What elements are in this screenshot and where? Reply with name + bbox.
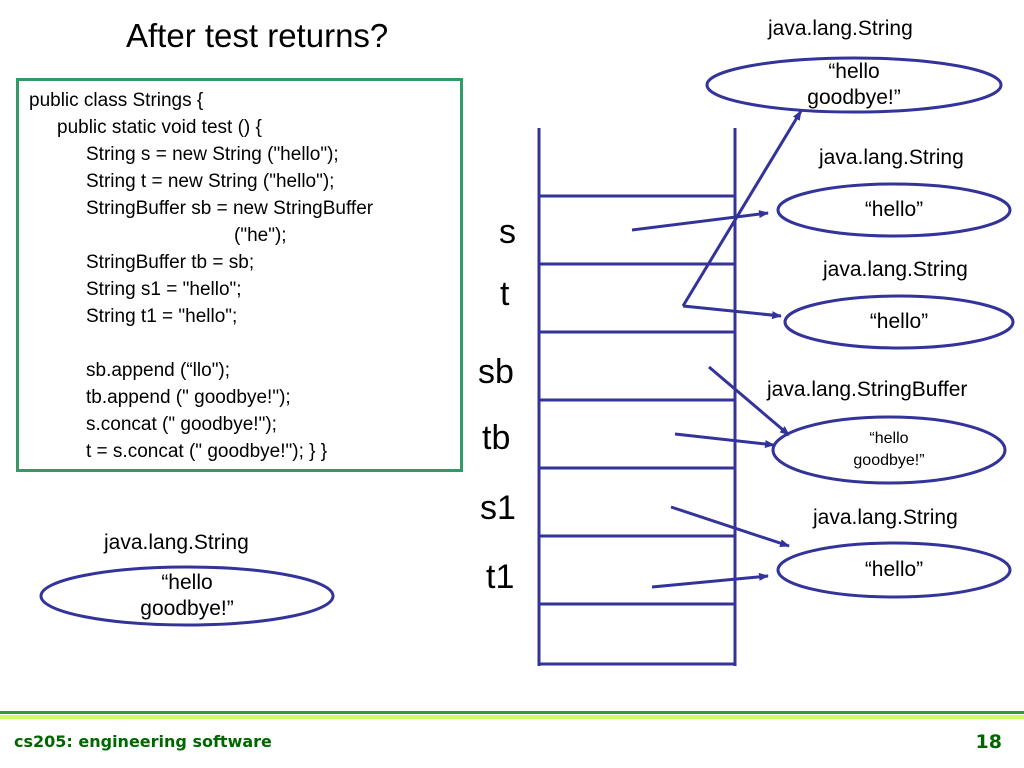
footer-rule (0, 711, 1024, 714)
object-ellipse-2 (776, 182, 1012, 238)
object-ellipse-6 (39, 565, 335, 627)
object-value-6: “hello goodbye!” (140, 571, 234, 620)
code-line-decl-sb-cont: ("he"); (234, 225, 287, 246)
page-number: 18 (975, 731, 1002, 753)
object-type-4: java.lang.StringBuffer (767, 378, 968, 401)
object-type-5: java.lang.String (813, 506, 958, 529)
object-type-6: java.lang.String (104, 531, 249, 554)
stack-var-t: t (500, 275, 510, 313)
object-value-2: “hello” (864, 198, 924, 221)
stack-frame (537, 128, 737, 666)
code-line-decl-t: String t = new String ("hello"); (86, 171, 335, 192)
code-line-tb-append: tb.append (" goodbye!"); (86, 387, 291, 408)
object-type-3: java.lang.String (823, 258, 968, 281)
code-line-t-assign: t = s.concat (" goodbye!"); } } (86, 441, 328, 462)
footer-course-name: cs205: engineering software (14, 732, 272, 751)
arrow-s (631, 210, 769, 232)
arrow-s1 (670, 505, 790, 548)
object-type-2: java.lang.String (819, 146, 964, 169)
object-ellipses (39, 56, 1015, 627)
code-line-decl-s1: String s1 = "hello"; (86, 279, 242, 300)
arrow-tb (674, 432, 775, 448)
object-type-1: java.lang.String (768, 17, 913, 40)
object-ellipse-1 (705, 56, 1003, 114)
arrow-t (681, 110, 803, 307)
code-line-sb-append: sb.append (“llo"); (86, 360, 231, 381)
object-ellipse-5 (776, 541, 1012, 599)
stack-var-sb: sb (478, 353, 514, 391)
code-line-class-decl: public class Strings { (29, 90, 204, 111)
object-value-5: “hello” (864, 558, 924, 581)
stack-var-tb: tb (482, 419, 511, 457)
arrow-t-old (682, 304, 782, 320)
footer-rule-accent (0, 715, 1024, 719)
code-line-decl-tb: StringBuffer tb = sb; (86, 252, 255, 273)
stack-var-s1: s1 (480, 489, 516, 527)
reference-arrows (631, 110, 803, 589)
object-ellipse-3 (783, 294, 1015, 350)
code-box: public class Strings { public static voi… (16, 78, 463, 472)
arrow-sb (708, 365, 790, 437)
code-line-method-decl: public static void test () { (57, 117, 262, 138)
slide-title: After test returns? (126, 17, 389, 54)
object-value-4: “hello goodbye!” (853, 430, 925, 469)
object-value-3: “hello” (869, 310, 929, 333)
code-line-decl-t1: String t1 = "hello"; (86, 306, 238, 327)
stack-var-t1: t1 (486, 558, 515, 596)
code-line-s-concat: s.concat (" goodbye!"); (86, 414, 277, 435)
arrow-t1 (651, 572, 769, 589)
object-ellipse-4 (771, 415, 1007, 485)
stack-var-s: s (499, 213, 516, 251)
code-line-decl-sb: StringBuffer sb = new StringBuffer (86, 198, 374, 219)
code-line-decl-s: String s = new String ("hello"); (86, 144, 339, 165)
object-value-1: “hello goodbye!” (807, 60, 901, 109)
